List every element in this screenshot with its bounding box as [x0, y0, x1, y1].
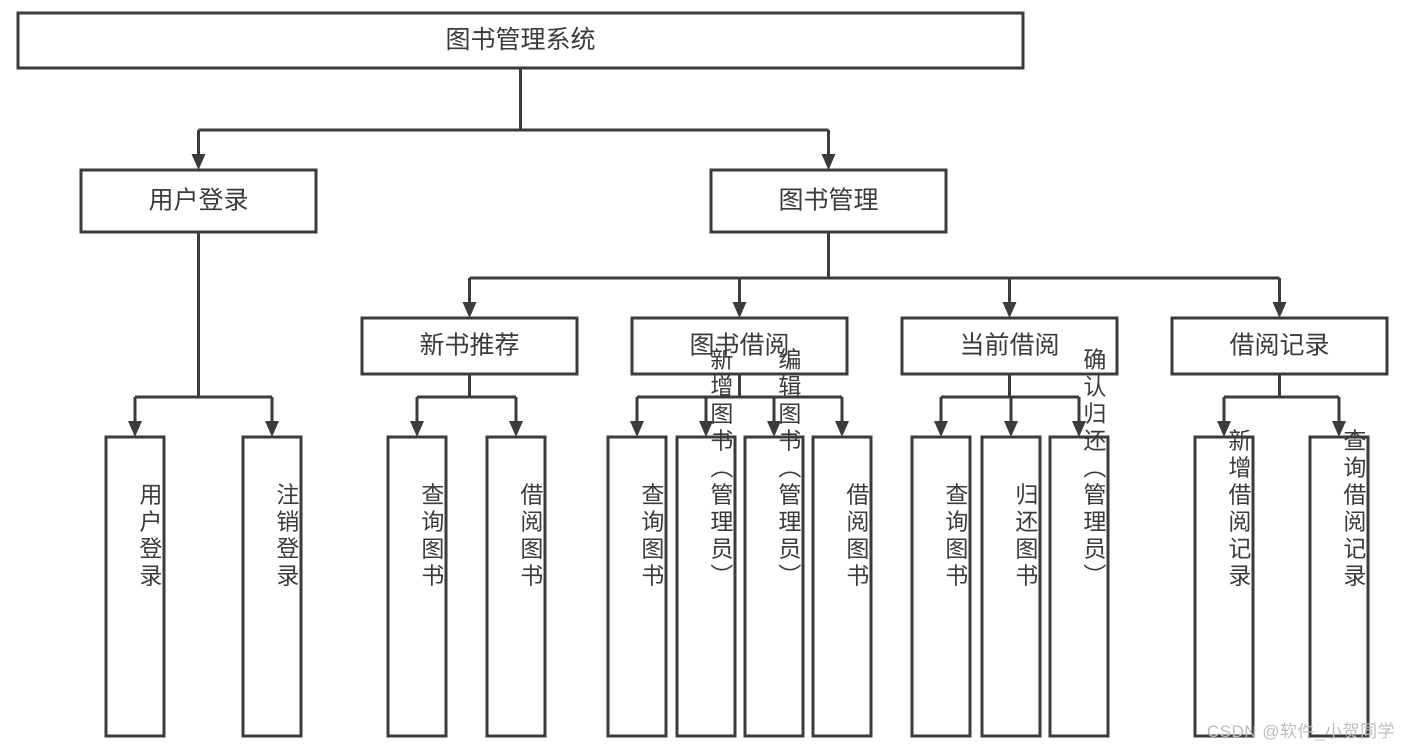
node-label: 用户登录 [148, 187, 248, 215]
arrow-head-icon [509, 421, 523, 437]
node-box[interactable] [1308, 435, 1370, 738]
node-label: 用户登录 [136, 483, 163, 591]
arrow-head-icon [1072, 421, 1086, 437]
arrow-head-icon [821, 154, 836, 170]
node-leaf-rec-borrow-book[interactable]: 借阅图书 [485, 435, 547, 738]
node-box[interactable] [485, 435, 547, 738]
arrow-head-icon [835, 421, 849, 437]
node-user-login[interactable]: 用户登录 [79, 168, 318, 234]
node-leaf-current-return-book[interactable]: 归还图书 [980, 435, 1042, 738]
connector-layer [128, 68, 1346, 437]
node-label: 查询借阅记录 [1340, 429, 1367, 591]
node-layer: 图书管理系统用户登录图书管理新书推荐图书借阅当前借阅借阅记录用户登录注销登录查询… [16, 11, 1389, 738]
arrow-head-icon [699, 421, 713, 437]
node-label: 查询图书 [418, 483, 445, 591]
node-box[interactable] [630, 316, 849, 376]
node-label: 当前借阅 [959, 332, 1059, 360]
node-root[interactable]: 图书管理系统 [16, 11, 1025, 70]
node-leaf-record-add[interactable]: 新增借阅记录 [1193, 429, 1255, 738]
arrow-head-icon [1217, 421, 1231, 437]
node-label: 新增借阅记录 [1225, 429, 1252, 591]
node-leaf-user-logout[interactable]: 注销登录 [241, 435, 303, 738]
node-box[interactable] [241, 435, 303, 738]
arrow-head-icon [767, 421, 781, 437]
node-leaf-borrow-query-book[interactable]: 查询图书 [606, 435, 668, 738]
node-leaf-borrow-borrow-book[interactable]: 借阅图书 [811, 435, 873, 738]
node-box[interactable] [811, 435, 873, 738]
arrow-head-icon [191, 154, 206, 170]
node-leaf-current-confirm-return[interactable]: 确认归还（管理员） [1048, 348, 1110, 738]
node-box[interactable] [360, 316, 579, 376]
node-label: 查询图书 [638, 483, 665, 591]
node-box[interactable] [743, 435, 805, 738]
node-box[interactable] [709, 168, 948, 234]
node-label: 归还图书 [1012, 483, 1039, 591]
node-label: 图书管理系统 [445, 26, 595, 54]
arrow-head-icon [265, 421, 279, 437]
arrow-head-icon [1004, 421, 1018, 437]
node-book-manage[interactable]: 图书管理 [709, 168, 948, 234]
node-box[interactable] [900, 316, 1119, 376]
node-box[interactable] [1170, 316, 1389, 376]
node-box[interactable] [980, 435, 1042, 738]
node-label: 查询图书 [942, 483, 969, 591]
node-box[interactable] [386, 435, 448, 738]
node-label: 注销登录 [273, 483, 300, 591]
node-current-borrow[interactable]: 当前借阅 [900, 316, 1119, 376]
arrow-head-icon [462, 302, 477, 318]
node-label: 图书管理 [778, 187, 878, 215]
node-label: 图书借阅 [689, 332, 789, 360]
node-box[interactable] [1193, 435, 1255, 738]
arrow-head-icon [1002, 302, 1017, 318]
node-box[interactable] [104, 435, 166, 738]
arrow-head-icon [1272, 302, 1287, 318]
node-leaf-borrow-edit-book[interactable]: 编辑图书（管理员） [743, 348, 805, 738]
node-book-borrow[interactable]: 图书借阅 [630, 316, 849, 376]
node-label: 编辑图书（管理员） [775, 348, 802, 591]
node-leaf-record-query[interactable]: 查询借阅记录 [1308, 429, 1370, 738]
node-leaf-rec-query-book[interactable]: 查询图书 [386, 435, 448, 738]
node-label: 借阅图书 [843, 483, 870, 591]
node-box[interactable] [675, 435, 737, 738]
arrow-head-icon [128, 421, 142, 437]
node-box[interactable] [606, 435, 668, 738]
node-label: 新书推荐 [419, 332, 519, 360]
node-label: 借阅图书 [517, 483, 544, 591]
node-leaf-borrow-add-book[interactable]: 新增图书（管理员） [675, 348, 737, 738]
arrow-head-icon [410, 421, 424, 437]
arrow-head-icon [630, 421, 644, 437]
node-label: 新增图书（管理员） [707, 348, 734, 591]
node-borrow-record[interactable]: 借阅记录 [1170, 316, 1389, 376]
arrow-head-icon [732, 302, 747, 318]
arrow-head-icon [934, 421, 948, 437]
node-leaf-user-login[interactable]: 用户登录 [104, 435, 166, 738]
node-new-book-rec[interactable]: 新书推荐 [360, 316, 579, 376]
node-box[interactable] [1048, 435, 1110, 738]
node-label: 借阅记录 [1229, 332, 1329, 360]
arrow-head-icon [1332, 421, 1346, 437]
node-box[interactable] [16, 11, 1025, 70]
node-box[interactable] [910, 435, 972, 738]
node-label: 确认归还（管理员） [1080, 348, 1107, 591]
node-leaf-current-query-book[interactable]: 查询图书 [910, 435, 972, 738]
node-box[interactable] [79, 168, 318, 234]
